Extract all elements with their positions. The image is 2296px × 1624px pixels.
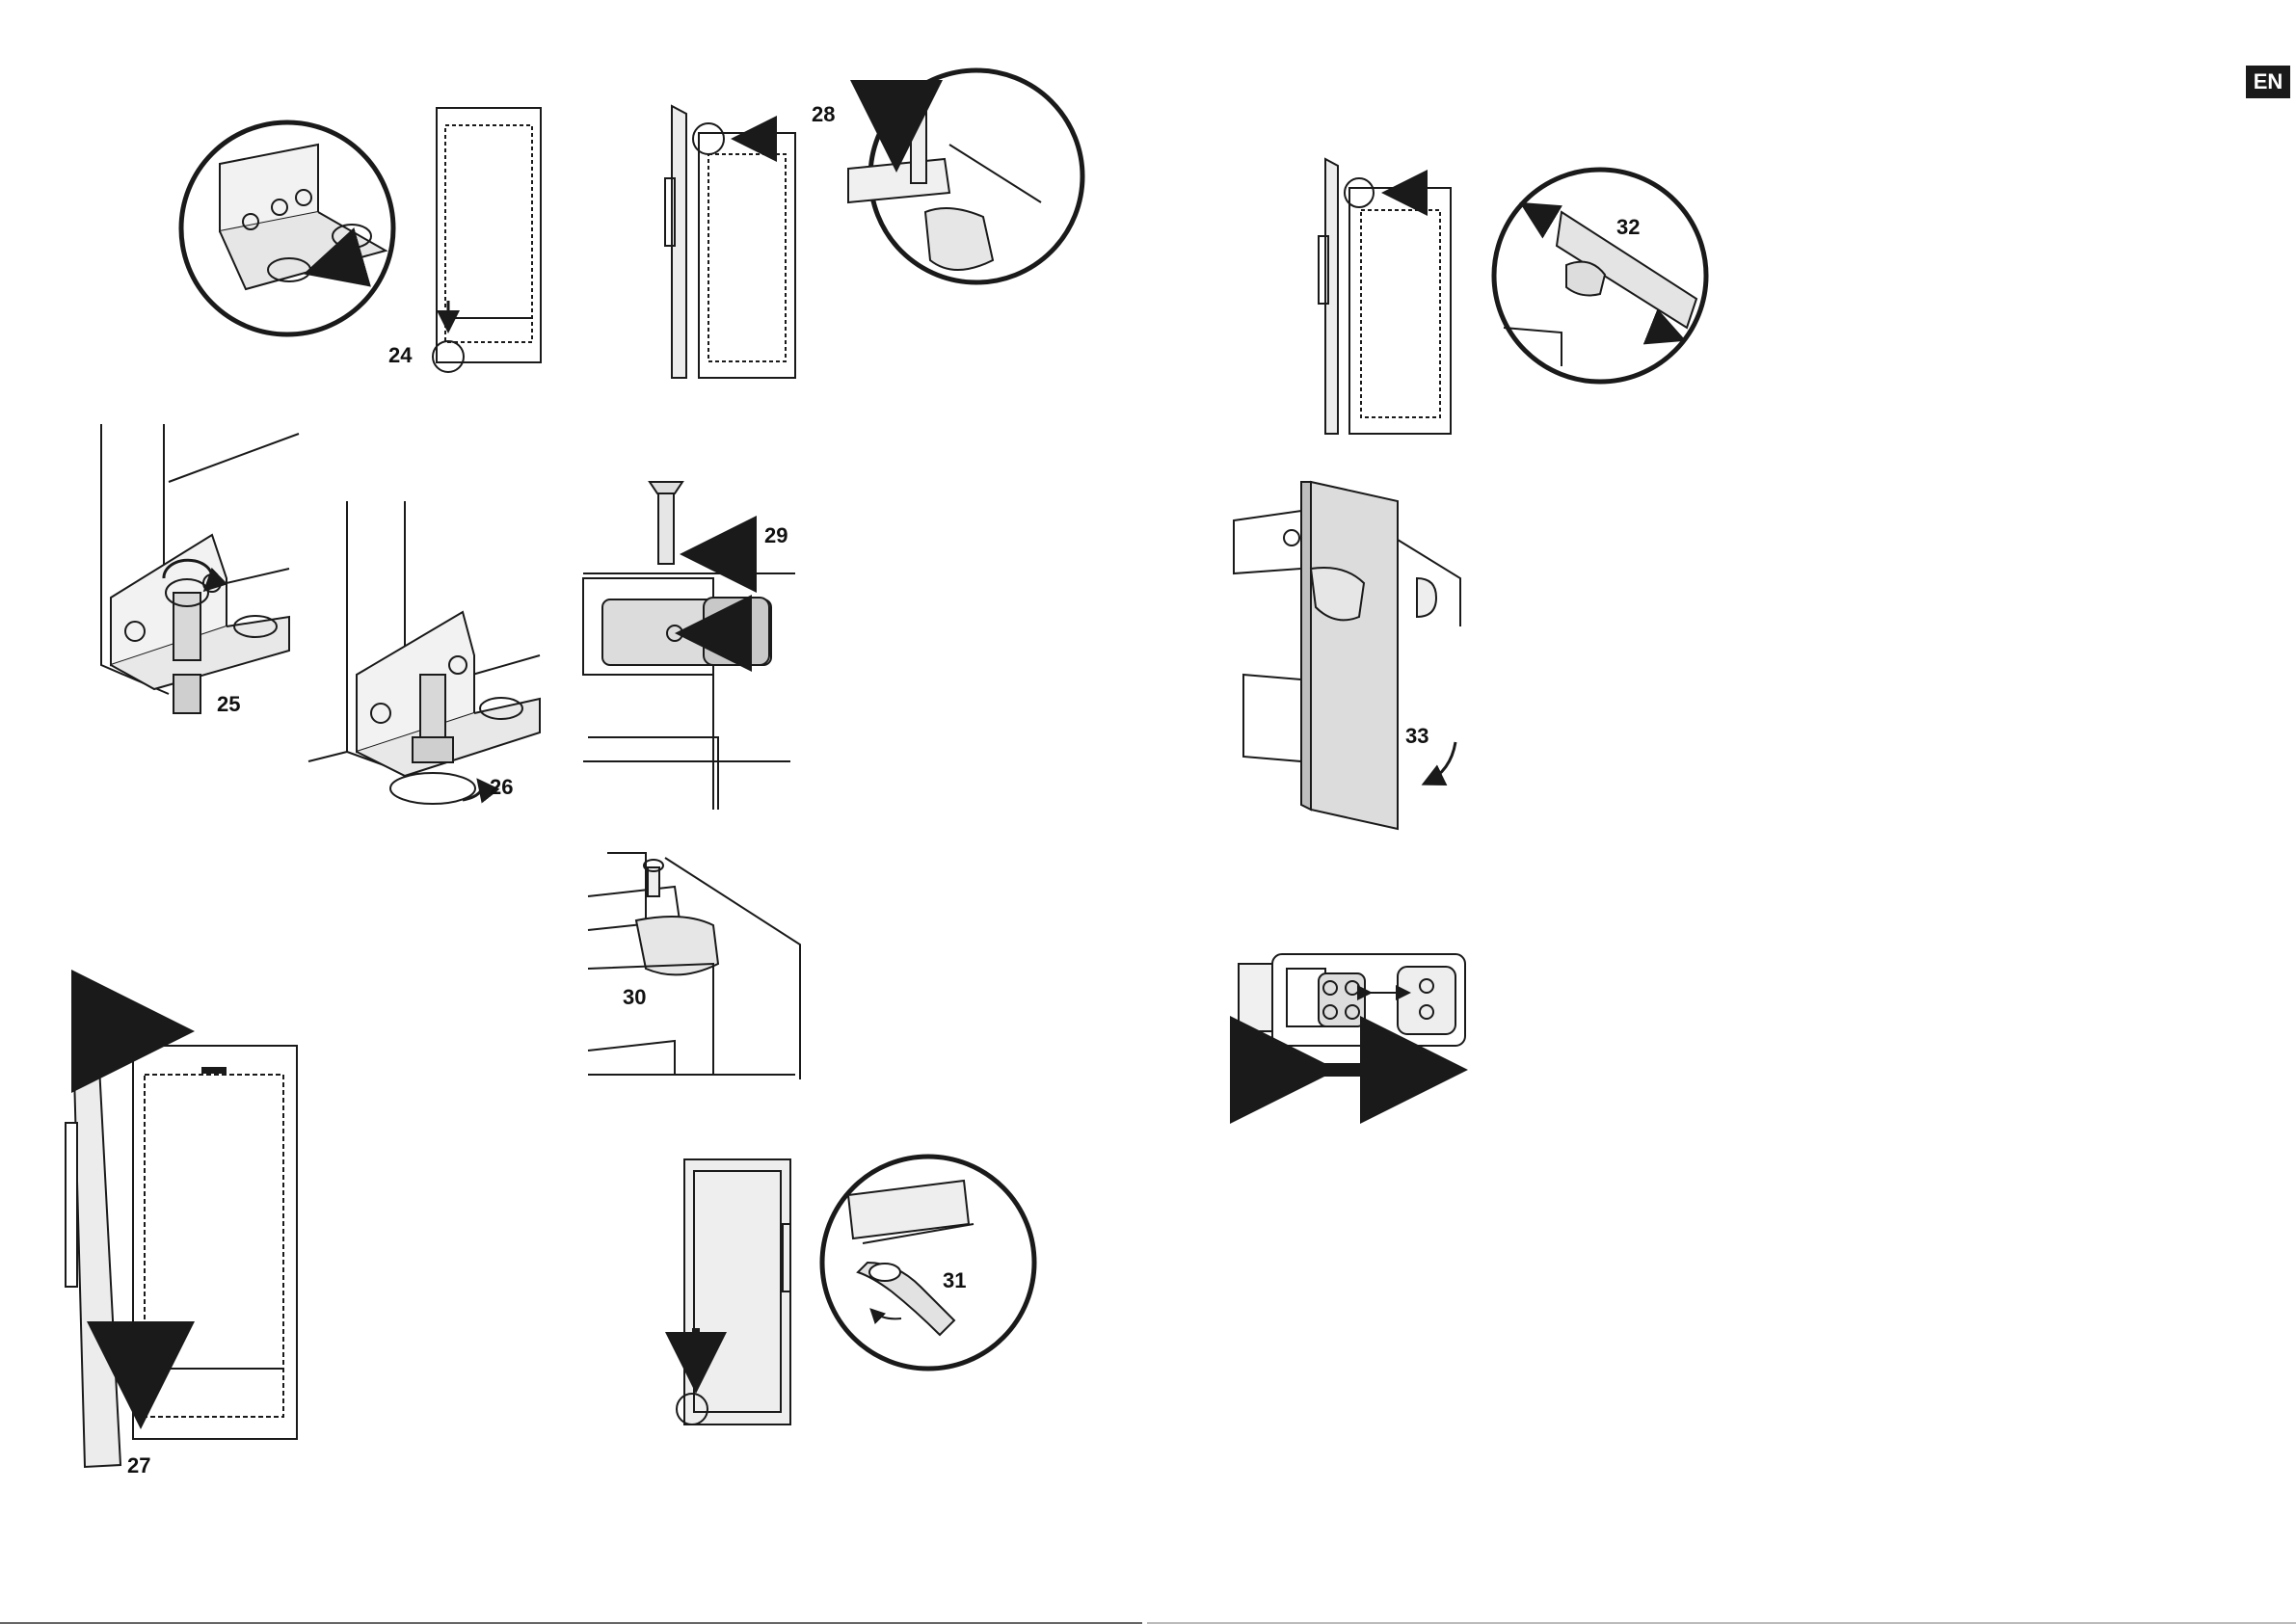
step-30-number: 30 [623,987,646,1008]
step-32-number: 32 [1616,217,1640,238]
step-25-number: 25 [217,694,240,715]
step-29-number: 29 [764,525,788,546]
fig-25-hinge-pin [101,424,299,713]
fig-33-door-panel [1234,482,1460,829]
step-33-number: 33 [1405,726,1428,747]
step-27-number: 27 [127,1455,150,1477]
step-26-number: 26 [490,777,513,798]
step-31-number: 31 [943,1270,966,1291]
fig-26-hinge-foot [308,501,540,804]
step-28-number: 28 [812,104,835,125]
fig-24-appliance [433,108,541,372]
fig-32-fridge-and-cover [1319,159,1706,434]
fig-31-fridge-and-wrench [677,1157,1034,1424]
fig-29-hinge-block [583,482,795,810]
hinge-plate-adjustment [1239,954,1465,1070]
fig-28-fridge-and-pin [665,70,1082,378]
step-24-number: 24 [388,345,412,366]
fig-30-upper-hinge [588,853,800,1079]
fig-27-fridge-door-open [66,1002,297,1467]
fig-24-hinge-detail [181,122,393,334]
